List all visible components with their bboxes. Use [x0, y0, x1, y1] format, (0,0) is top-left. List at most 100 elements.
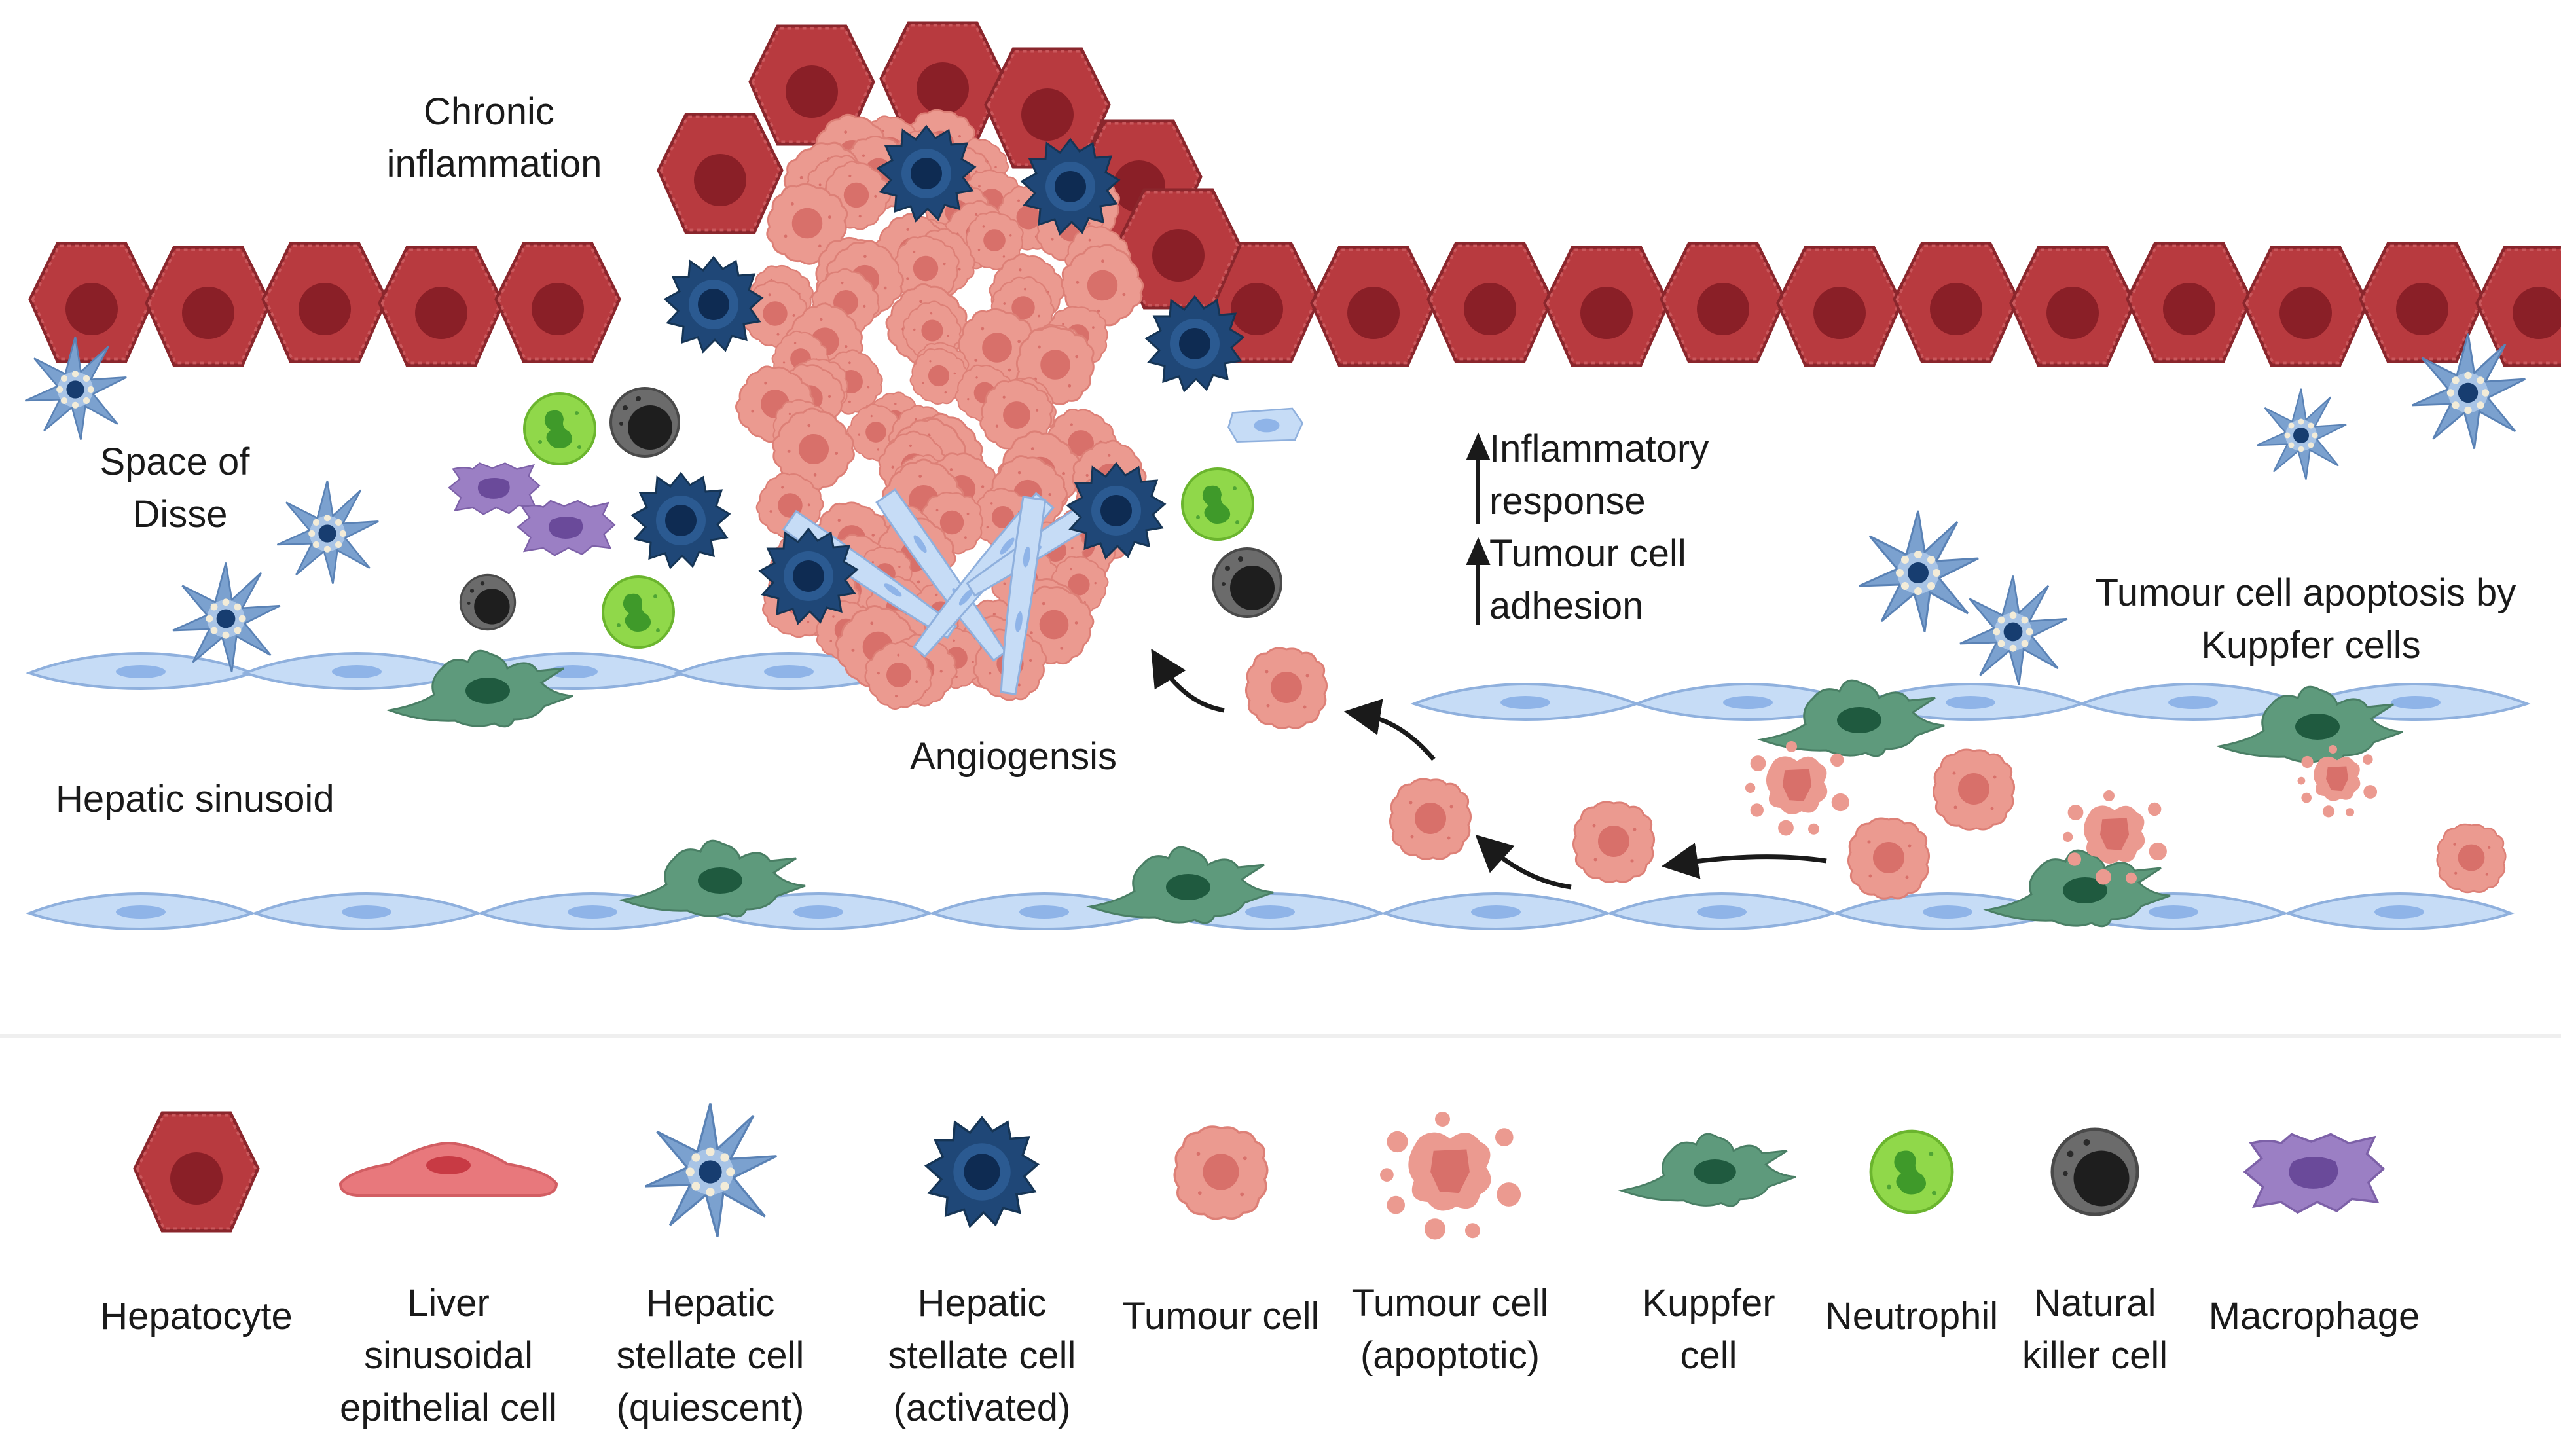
scene-main: Chronic inflammation Space of Disse Hepa… [24, 23, 2561, 930]
legend-item: Macrophage [2209, 1133, 2420, 1338]
tumour-cell-icon [1244, 647, 1328, 729]
increase-arrows [1466, 432, 1491, 625]
nk-cell-icon [1212, 547, 1282, 618]
nk-cell-icon [459, 573, 517, 631]
endothelial-cell-icon [2287, 892, 2512, 930]
arrow-icon [1151, 648, 1225, 713]
legend-divider [0, 1034, 2561, 1038]
tumour-cell-icon [1173, 1125, 1269, 1220]
hepatocyte-icon [2244, 247, 2367, 365]
legend-item: Neutrophil [1825, 1131, 1998, 1338]
hepatocyte-icon [1545, 247, 1668, 365]
legend-label: Hepatic stellate cell (quiescent) [617, 1282, 805, 1429]
hepatocyte-row [30, 244, 2561, 365]
hepatocyte-icon [2128, 244, 2251, 361]
nk-cell-icon [2052, 1129, 2137, 1214]
inflammatory-response-label: Inflammatory response [1489, 428, 1719, 522]
endothelial-cell-icon [1609, 892, 1834, 930]
hepatocyte-icon [1778, 247, 1901, 365]
endothelial-cell-icon [1413, 683, 1638, 721]
endothelial-cell-icon [28, 652, 253, 690]
hepatocyte-icon [2011, 247, 2134, 365]
quiescent-stellate-cells [24, 333, 2526, 686]
up-arrow-head [1466, 432, 1491, 460]
migration-arrows [1151, 648, 1827, 890]
legend-item: Tumour cell (apoptotic) [1352, 1112, 1549, 1377]
hepatocyte-icon [1312, 247, 1435, 365]
stellate-quiescent-icon [2256, 388, 2348, 481]
legend-label-line: Kuppfer [1642, 1282, 1775, 1324]
hepatocyte-icon [496, 244, 619, 361]
hepatocyte-icon [147, 247, 270, 365]
stellate-quiescent-icon [1959, 575, 2069, 686]
legend-label-line: sinusoidal [364, 1334, 533, 1377]
legend-label-line: (quiescent) [617, 1387, 805, 1429]
stellate-activated-icon [925, 1116, 1039, 1228]
hepatocyte-icon [30, 244, 153, 361]
stellate-activated-icon [631, 472, 731, 569]
legend-item: Kuppfer cell [1620, 1133, 1797, 1377]
hepatocyte-icon [380, 247, 503, 365]
tumour-cell-icon [1389, 778, 1472, 860]
stellate-quiescent-icon [276, 479, 380, 585]
legend-label: Tumour cell [1123, 1295, 1320, 1338]
stellate-activated-icon [664, 256, 763, 353]
arrow-icon [1475, 834, 1572, 890]
space-of-disse-label: Space of Disse [100, 441, 260, 536]
legend-label-line: Hepatic [918, 1282, 1047, 1324]
legend-item: Hepatic stellate cell (quiescent) [617, 1102, 805, 1429]
legend-label: Kuppfer cell [1642, 1282, 1775, 1377]
immune-cells [448, 387, 1304, 649]
legend-label-line: Hepatocyte [100, 1295, 292, 1338]
tumour-cell-icon [1847, 817, 1931, 900]
circulating-tumour-cells [1244, 647, 2507, 900]
neutrophil-icon [523, 392, 596, 465]
angiogenesis-label: Angiogensis [910, 735, 1117, 778]
legend-label-line: (apoptotic) [1360, 1334, 1540, 1377]
kupffer-cell-icon [1620, 1133, 1797, 1207]
hepatocyte-icon [1428, 244, 1552, 361]
hepatic-sinusoid-label: Hepatic sinusoid [56, 778, 335, 820]
endothelial-fragment [1227, 407, 1304, 443]
stellate-quiescent-icon [1858, 509, 1980, 633]
legend-label-line: Hepatic [646, 1282, 775, 1324]
legend-label-line: stellate cell [617, 1334, 805, 1377]
hepatocyte-icon [1662, 244, 1785, 361]
endothelial-cell-icon [254, 892, 479, 930]
tumour-apoptotic-icon [1745, 741, 1849, 836]
stellate-quiescent-icon [644, 1102, 778, 1238]
hepatocyte-icon [2477, 247, 2561, 365]
tumour-cell-icon [1932, 748, 2016, 831]
legend-label: Neutrophil [1825, 1295, 1998, 1338]
kupffer-cells [388, 649, 2404, 928]
legend-label: Hepatocyte [100, 1295, 292, 1338]
tumour-cell-icon [2436, 823, 2507, 894]
legend-label-line: Natural [2034, 1282, 2156, 1324]
neutrophil-icon [1181, 467, 1254, 541]
tumour-cell-icon [1572, 801, 1656, 883]
stellate-quiescent-icon [172, 562, 282, 673]
tumour-cell-adhesion-label: Tumour cell adhesion [1489, 532, 1697, 627]
endothelial-cell-icon [338, 1141, 558, 1197]
endothelial-cell-icon [1383, 892, 1608, 930]
hepatocyte-icon [135, 1113, 258, 1231]
legend-label-line: cell [1680, 1334, 1737, 1377]
chronic-inflammation-label: Chronic inflammation [387, 90, 602, 185]
legend-label-line: Tumour cell [1123, 1295, 1320, 1338]
arrow-icon [1343, 699, 1436, 761]
legend-label-line: killer cell [2022, 1334, 2168, 1377]
legend-label-line: Tumour cell [1352, 1282, 1549, 1324]
tumour-apoptotic-icon [1380, 1112, 1521, 1240]
legend-label-line: Liver [407, 1282, 490, 1324]
neutrophil-icon [1871, 1131, 1952, 1212]
kupffer-apoptosis-label: Tumour cell apoptosis by Kuppfer cells [2096, 572, 2527, 666]
legend-label-line: Neutrophil [1825, 1295, 1998, 1338]
macrophage-icon [2243, 1133, 2385, 1214]
arrow-icon [1661, 843, 1827, 879]
legend-item: Tumour cell [1123, 1125, 1320, 1338]
